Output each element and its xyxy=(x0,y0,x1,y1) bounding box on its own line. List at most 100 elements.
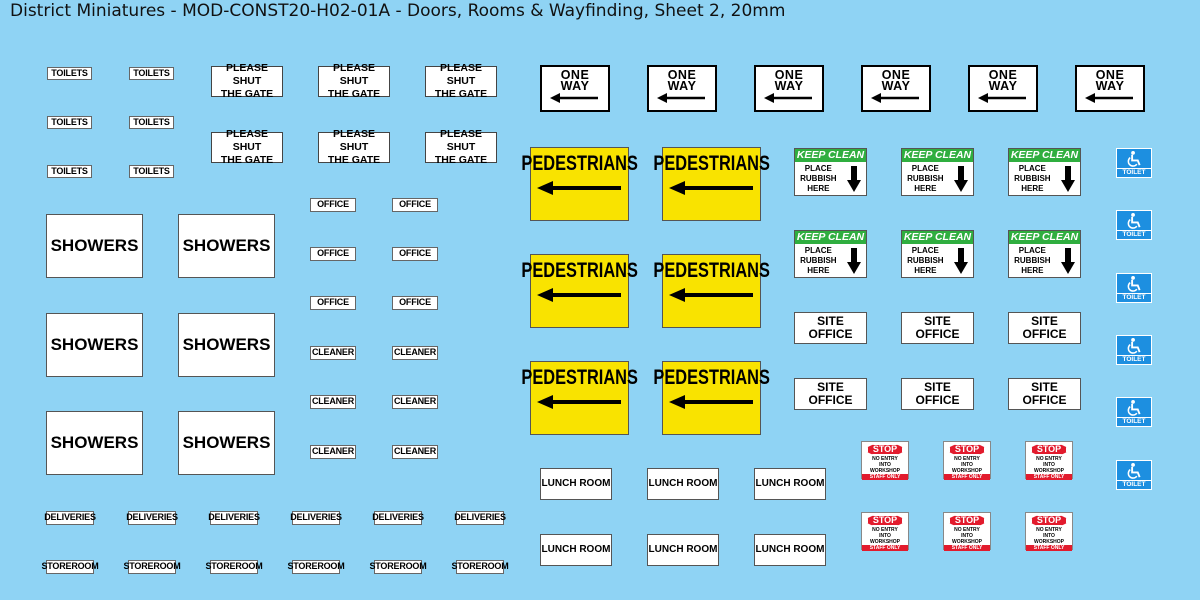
place-rubbish-text: PLACE RUBBISH HERE xyxy=(907,163,944,193)
pedestrians-label: PEDESTRIANS xyxy=(521,259,638,282)
cleaner-sign: CLEANER xyxy=(310,395,356,409)
left-arrow-icon xyxy=(668,395,753,410)
pedestrians-sign: PEDESTRIANS xyxy=(653,254,770,328)
toilets-sign: TOILETS xyxy=(129,116,174,129)
showers-sign: SHOWERS xyxy=(178,214,275,278)
one-way-sign: ONE WAY xyxy=(647,65,717,112)
down-arrow-icon xyxy=(1060,247,1075,274)
no-entry-text: NO ENTRY INTO WORKSHOP xyxy=(952,456,982,475)
deliveries-sign: DELIVERIES xyxy=(44,511,96,525)
sheet-title: District Miniatures - MOD-CONST20-H02-01… xyxy=(10,1,786,21)
lunch-room-sign: LUNCH ROOM xyxy=(754,468,826,500)
left-arrow-icon xyxy=(536,395,621,410)
keep-clean-header: KEEP CLEAN xyxy=(795,231,866,244)
one-way-label: ONE WAY xyxy=(667,68,697,93)
keep-clean-sign: KEEP CLEAN PLACE RUBBISH HERE xyxy=(794,148,867,196)
toilets-sign: TOILETS xyxy=(129,165,174,178)
site-office-sign: SITE OFFICE xyxy=(794,378,867,410)
toilet-label: TOILET xyxy=(1117,417,1151,426)
lunch-room-sign: LUNCH ROOM xyxy=(647,468,719,500)
please-shut-gate-sign: PLEASE SHUT THE GATE xyxy=(318,62,390,100)
keep-clean-sign: KEEP CLEAN PLACE RUBBISH HERE xyxy=(1008,230,1081,278)
please-shut-gate-sign: PLEASE SHUT THE GATE xyxy=(425,128,497,166)
toilet-label: TOILET xyxy=(1117,480,1151,489)
stop-label: STOP xyxy=(949,444,985,456)
left-arrow-icon xyxy=(550,93,598,103)
showers-sign: SHOWERS xyxy=(46,313,143,377)
toilets-sign: TOILETS xyxy=(47,67,92,80)
staff-only-text: STAFF ONLY xyxy=(1026,545,1072,552)
lunch-room-sign: LUNCH ROOM xyxy=(647,534,719,566)
down-arrow-icon xyxy=(846,165,861,192)
wheelchair-icon xyxy=(1127,213,1141,229)
accessible-toilet-sign: TOILET xyxy=(1116,335,1152,365)
one-way-sign: ONE WAY xyxy=(861,65,931,112)
lunch-room-sign: LUNCH ROOM xyxy=(540,534,612,566)
toilets-sign: TOILETS xyxy=(129,67,174,80)
staff-only-text: STAFF ONLY xyxy=(944,474,990,481)
stop-label: STOP xyxy=(867,444,903,456)
one-way-sign: ONE WAY xyxy=(540,65,610,112)
left-arrow-icon xyxy=(1085,93,1133,103)
down-arrow-icon xyxy=(846,247,861,274)
deliveries-sign: DELIVERIES xyxy=(208,511,260,525)
deliveries-sign: DELIVERIES xyxy=(290,511,342,525)
pedestrians-sign: PEDESTRIANS xyxy=(521,254,638,328)
office-sign: OFFICE xyxy=(310,247,356,261)
office-sign: OFFICE xyxy=(392,198,438,212)
site-office-sign: SITE OFFICE xyxy=(901,378,974,410)
toilet-label: TOILET xyxy=(1117,355,1151,364)
keep-clean-sign: KEEP CLEAN PLACE RUBBISH HERE xyxy=(1008,148,1081,196)
office-sign: OFFICE xyxy=(310,198,356,212)
no-entry-text: NO ENTRY INTO WORKSHOP xyxy=(870,456,900,475)
left-arrow-icon xyxy=(668,288,753,303)
stop-label: STOP xyxy=(1031,444,1067,456)
storeroom-sign: STOREROOM xyxy=(451,560,509,574)
showers-sign: SHOWERS xyxy=(46,411,143,475)
deliveries-sign: DELIVERIES xyxy=(126,511,178,525)
site-office-sign: SITE OFFICE xyxy=(901,312,974,344)
place-rubbish-text: PLACE RUBBISH HERE xyxy=(800,163,837,193)
deliveries-sign: DELIVERIES xyxy=(454,511,506,525)
wheelchair-icon xyxy=(1127,400,1141,416)
no-entry-text: NO ENTRY INTO WORKSHOP xyxy=(952,527,982,546)
stop-no-entry-sign: STOP NO ENTRY INTO WORKSHOP STAFF ONLY xyxy=(943,512,991,552)
down-arrow-icon xyxy=(953,165,968,192)
left-arrow-icon xyxy=(536,288,621,303)
stop-label: STOP xyxy=(867,515,903,527)
staff-only-text: STAFF ONLY xyxy=(944,545,990,552)
keep-clean-header: KEEP CLEAN xyxy=(902,231,973,244)
wheelchair-icon xyxy=(1127,338,1141,354)
left-arrow-icon xyxy=(536,181,621,196)
down-arrow-icon xyxy=(953,247,968,274)
stop-no-entry-sign: STOP NO ENTRY INTO WORKSHOP STAFF ONLY xyxy=(1025,441,1073,481)
cleaner-sign: CLEANER xyxy=(310,445,356,459)
storeroom-sign: STOREROOM xyxy=(41,560,99,574)
staff-only-text: STAFF ONLY xyxy=(862,545,908,552)
stop-label: STOP xyxy=(949,515,985,527)
stop-no-entry-sign: STOP NO ENTRY INTO WORKSHOP STAFF ONLY xyxy=(1025,512,1073,552)
one-way-label: ONE WAY xyxy=(988,68,1018,93)
place-rubbish-text: PLACE RUBBISH HERE xyxy=(907,245,944,275)
pedestrians-label: PEDESTRIANS xyxy=(653,366,770,389)
place-rubbish-text: PLACE RUBBISH HERE xyxy=(800,245,837,275)
toilet-label: TOILET xyxy=(1117,293,1151,302)
stop-no-entry-sign: STOP NO ENTRY INTO WORKSHOP STAFF ONLY xyxy=(861,512,909,552)
pedestrians-sign: PEDESTRIANS xyxy=(521,361,638,435)
pedestrians-sign: PEDESTRIANS xyxy=(653,361,770,435)
wheelchair-icon xyxy=(1127,276,1141,292)
accessible-toilet-sign: TOILET xyxy=(1116,148,1152,178)
pedestrians-sign: PEDESTRIANS xyxy=(521,147,638,221)
storeroom-sign: STOREROOM xyxy=(369,560,427,574)
one-way-label: ONE WAY xyxy=(881,68,911,93)
storeroom-sign: STOREROOM xyxy=(287,560,345,574)
site-office-sign: SITE OFFICE xyxy=(1008,312,1081,344)
accessible-toilet-sign: TOILET xyxy=(1116,210,1152,240)
storeroom-sign: STOREROOM xyxy=(205,560,263,574)
stop-label: STOP xyxy=(1031,515,1067,527)
wheelchair-icon xyxy=(1127,151,1141,167)
toilet-label: TOILET xyxy=(1117,230,1151,239)
left-arrow-icon xyxy=(657,93,705,103)
left-arrow-icon xyxy=(668,181,753,196)
lunch-room-sign: LUNCH ROOM xyxy=(754,534,826,566)
